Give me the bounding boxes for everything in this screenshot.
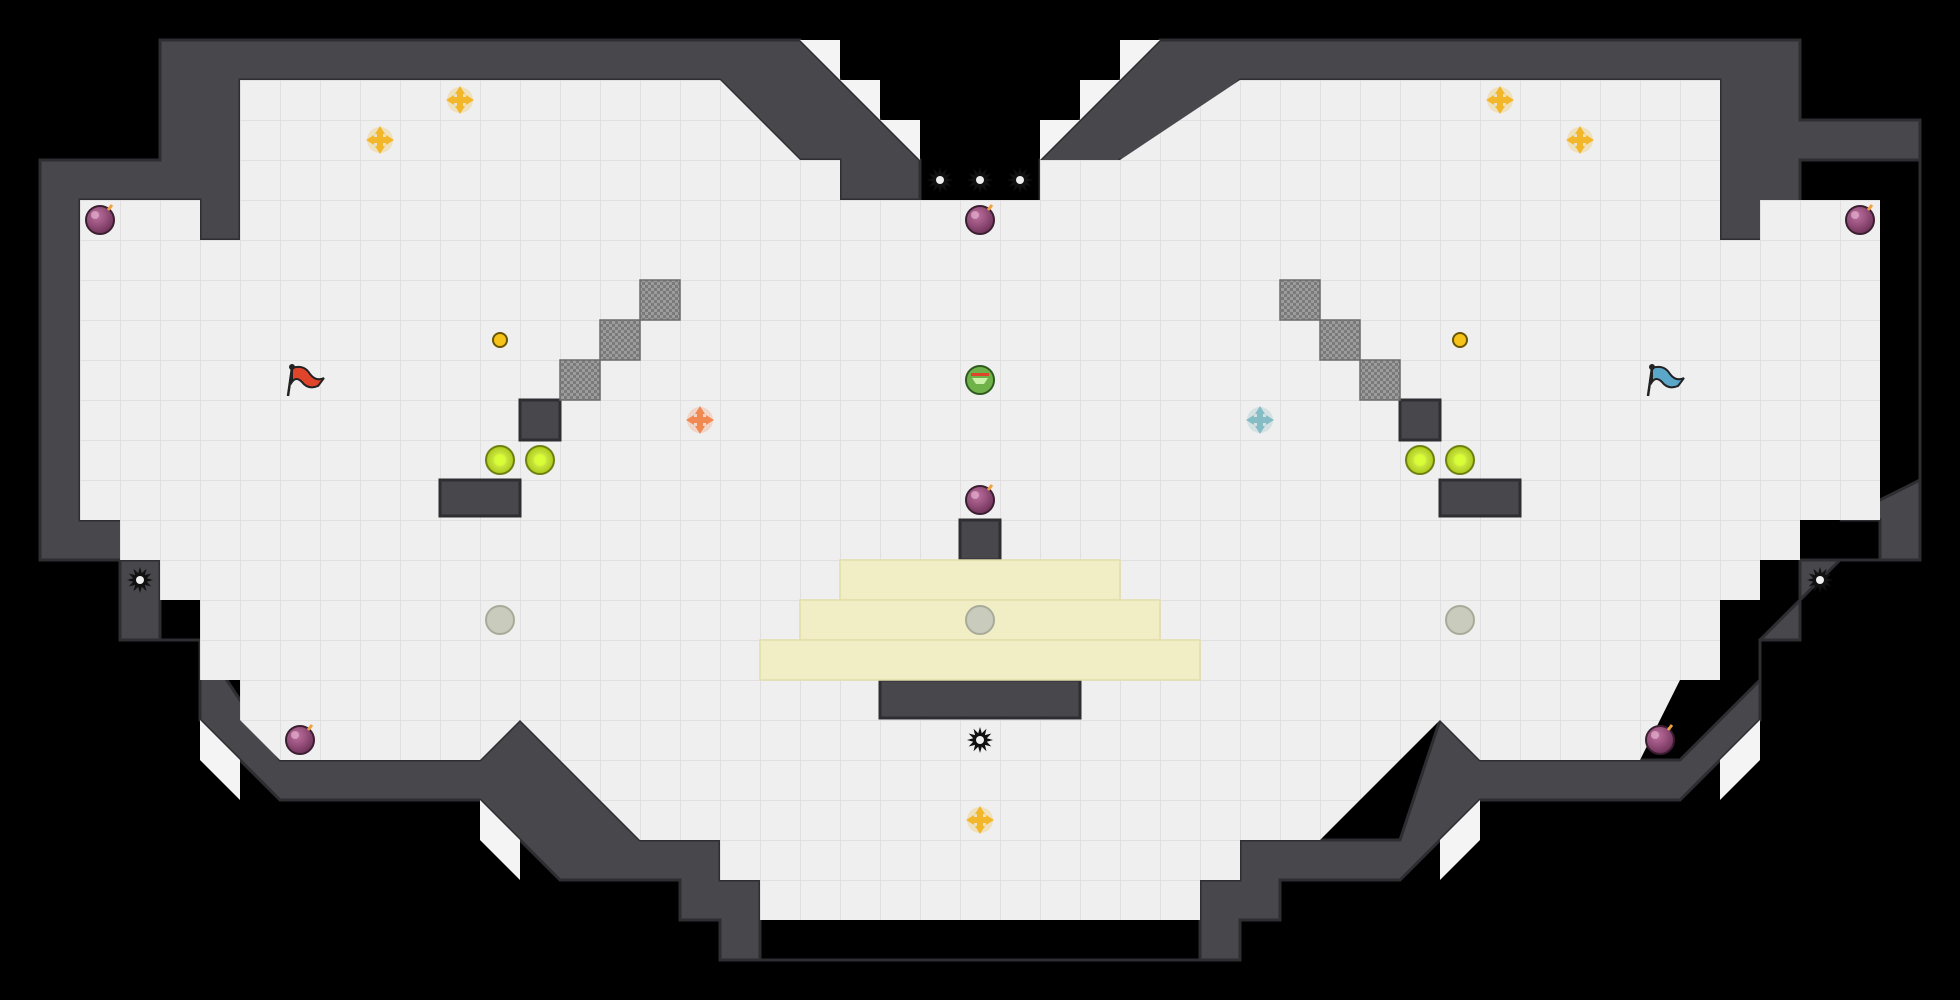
marker-icon (1445, 605, 1475, 635)
wall-block (958, 518, 1002, 562)
sprite-layer (85, 86, 1875, 834)
wall-block (438, 478, 522, 518)
boost-icon[interactable] (686, 406, 714, 434)
gate-tile (599, 319, 641, 361)
red-flag-icon[interactable] (286, 364, 325, 397)
spike-icon (967, 727, 993, 753)
button-icon[interactable] (1452, 332, 1468, 348)
team-tile-row (759, 639, 1201, 681)
powerup-icon[interactable] (1445, 445, 1475, 475)
boost-icon[interactable] (1566, 126, 1594, 154)
spike-icon (127, 567, 153, 593)
powerup-icon[interactable] (485, 445, 515, 475)
bomb-icon[interactable] (1645, 724, 1675, 755)
gate-tile (559, 359, 601, 401)
boost-icon[interactable] (966, 806, 994, 834)
spike-icon (1807, 567, 1833, 593)
boost-icon[interactable] (1486, 86, 1514, 114)
spike-icon (1007, 167, 1033, 193)
gate-tile (639, 279, 681, 321)
wall-block (1438, 478, 1522, 518)
team-tile-row (839, 559, 1121, 601)
marker-icon (485, 605, 515, 635)
bomb-icon[interactable] (85, 204, 115, 235)
powerup-icon[interactable] (525, 445, 555, 475)
bomb-icon[interactable] (285, 724, 315, 755)
bomb-icon[interactable] (965, 204, 995, 235)
boost-icon[interactable] (366, 126, 394, 154)
spike-icon (927, 167, 953, 193)
blue-flag-icon[interactable] (1646, 364, 1685, 397)
spike-icon (967, 167, 993, 193)
gate-layer (559, 279, 1401, 401)
neutral-flag-icon[interactable] (965, 365, 995, 395)
wall-block (878, 678, 1082, 720)
corner-highlights (200, 40, 1760, 880)
button-icon[interactable] (492, 332, 508, 348)
gate-tile (1319, 319, 1361, 361)
marker-icon (965, 605, 995, 635)
wall-block (518, 398, 562, 442)
boost-icon[interactable] (446, 86, 474, 114)
bomb-icon[interactable] (965, 484, 995, 515)
powerup-icon[interactable] (1405, 445, 1435, 475)
gate-tile (1279, 279, 1321, 321)
wall-block (1398, 398, 1442, 442)
boost-icon[interactable] (1246, 406, 1274, 434)
bomb-icon[interactable] (1845, 204, 1875, 235)
gate-tile (1359, 359, 1401, 401)
